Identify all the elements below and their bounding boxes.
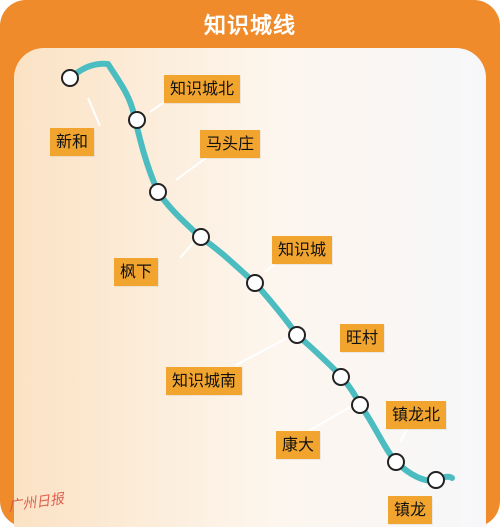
leader-matouzhuang — [175, 154, 211, 181]
station-marker-zhishichengbei[interactable] — [128, 111, 146, 129]
leader-kangda — [309, 406, 351, 431]
leader-fengxia — [179, 241, 195, 259]
station-label-fengxia[interactable]: 枫下 — [114, 258, 159, 286]
station-marker-zhishicheng[interactable] — [246, 274, 264, 292]
station-marker-matouzhuang[interactable] — [149, 183, 167, 201]
station-label-zhenlong[interactable]: 镇龙 — [388, 496, 433, 524]
station-label-xinhe[interactable]: 新和 — [50, 128, 95, 156]
leader-zhishichengnan — [235, 337, 288, 366]
station-marker-zhishichengnan[interactable] — [288, 326, 306, 344]
station-label-wangcun[interactable]: 旺村 — [340, 324, 385, 352]
station-marker-xinhe[interactable] — [61, 69, 79, 87]
station-label-zhishichengbei[interactable]: 知识城北 — [164, 75, 241, 103]
station-marker-kangda[interactable] — [351, 396, 369, 414]
map-title: 知识城线 — [203, 14, 296, 39]
station-label-zhishicheng[interactable]: 知识城 — [272, 236, 333, 264]
station-label-zhenlongbei[interactable]: 镇龙北 — [386, 401, 447, 429]
leader-xinhe — [87, 97, 101, 127]
station-label-zhishichengnan[interactable]: 知识城南 — [166, 367, 243, 395]
station-label-matouzhuang[interactable]: 马头庄 — [200, 130, 261, 158]
station-marker-wangcun[interactable] — [332, 368, 350, 386]
station-marker-zhenlong[interactable] — [427, 471, 445, 489]
station-marker-zhenlongbei[interactable] — [387, 453, 405, 471]
station-label-kangda[interactable]: 康大 — [276, 431, 321, 459]
station-marker-fengxia[interactable] — [192, 228, 210, 246]
